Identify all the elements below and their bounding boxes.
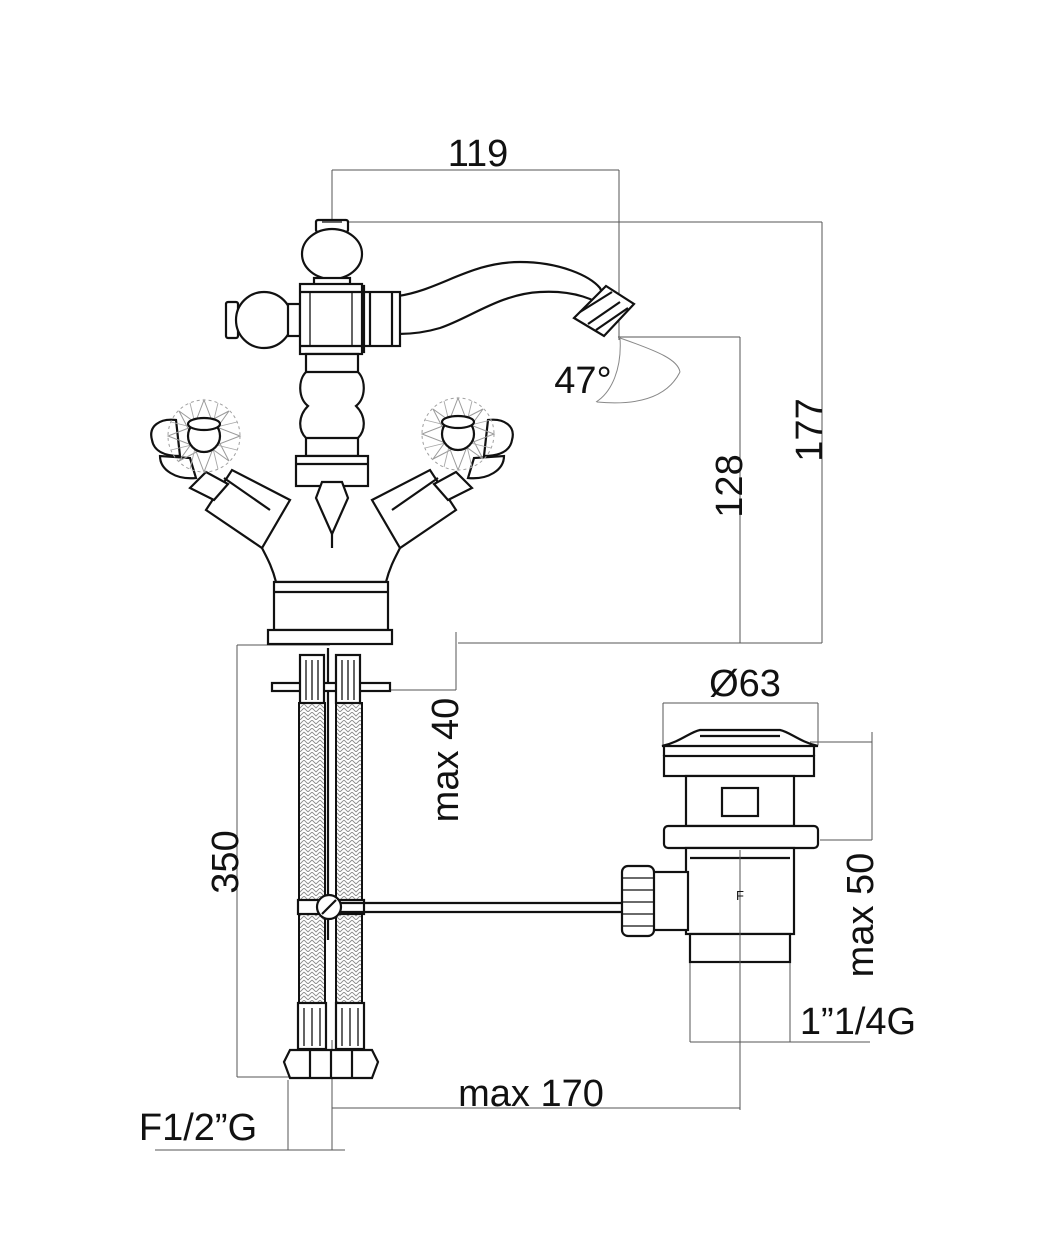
dim-max-40: max 40: [425, 698, 467, 823]
dim-angle-47: 47°: [554, 360, 611, 402]
dim-height-128: 128: [709, 454, 751, 517]
waste-letter: F: [736, 888, 744, 903]
dim-thread-114: 1”1/4G: [800, 1001, 916, 1043]
pop-up-rod: [340, 901, 624, 914]
bidet-mixer-tap: [188, 218, 636, 646]
dim-thread-f12: F1/2”G: [139, 1107, 257, 1149]
valve-arm-left: [188, 468, 292, 550]
dim-width-119: 119: [448, 133, 509, 175]
dimension-labels: 119 47° Ø63 max 170 F1/2”G 1”1/4G 177 12…: [139, 133, 916, 1149]
dim-length-350: 350: [205, 830, 247, 893]
braided-hoses: [270, 648, 392, 1080]
aerator-nozzle: [572, 284, 636, 338]
cross-handle-left: [150, 399, 241, 480]
side-finial: [224, 290, 302, 350]
dim-diameter-63: Ø63: [709, 663, 781, 705]
dimension-lines: [155, 169, 873, 1151]
pop-up-waste-valve: F: [620, 728, 820, 965]
dim-max-170: max 170: [458, 1073, 604, 1115]
valve-arm-right: [370, 468, 474, 550]
dim-max-50: max 50: [840, 853, 882, 978]
lever-nut: [620, 864, 656, 938]
top-finial: [300, 218, 364, 288]
cross-handle-right: [421, 397, 514, 480]
dim-height-177: 177: [789, 398, 831, 461]
